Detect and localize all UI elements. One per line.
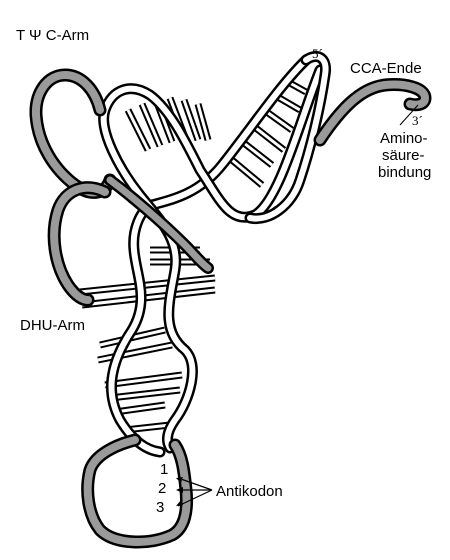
variable-loop	[104, 174, 214, 274]
label-dhu-arm: DHU-Arm	[20, 317, 85, 334]
dhu-loop	[47, 181, 112, 307]
strand-3prime	[98, 64, 326, 454]
strand-5prime	[105, 54, 312, 458]
cca-end-strand	[313, 78, 432, 147]
tpsic-loop	[29, 68, 117, 199]
label-five-prime: 5´	[312, 46, 323, 61]
label-codon-3: 3	[156, 499, 164, 516]
anticodon-arrowhead	[176, 477, 183, 483]
acceptor-outer-strand	[244, 51, 332, 225]
label-three-prime: 3´	[412, 113, 423, 128]
label-cca-end: CCA-Ende	[350, 60, 422, 77]
anticodon-pointers	[177, 477, 213, 507]
anticodon-arrowhead-2	[176, 487, 183, 493]
label-amino-line3: bindung	[378, 164, 431, 181]
anticodon-loop	[81, 433, 194, 549]
label-amino-line2: säure-	[382, 147, 425, 164]
anticodon-arrowhead-3	[176, 500, 183, 506]
label-amino-line1: Amino-	[380, 130, 428, 147]
label-codon-2: 2	[158, 480, 166, 497]
three-prime-pointer	[399, 104, 419, 126]
label-tpsic-arm: T Ψ C-Arm	[16, 27, 89, 44]
label-codon-1: 1	[160, 461, 168, 478]
label-anticodon: Antikodon	[216, 483, 283, 500]
